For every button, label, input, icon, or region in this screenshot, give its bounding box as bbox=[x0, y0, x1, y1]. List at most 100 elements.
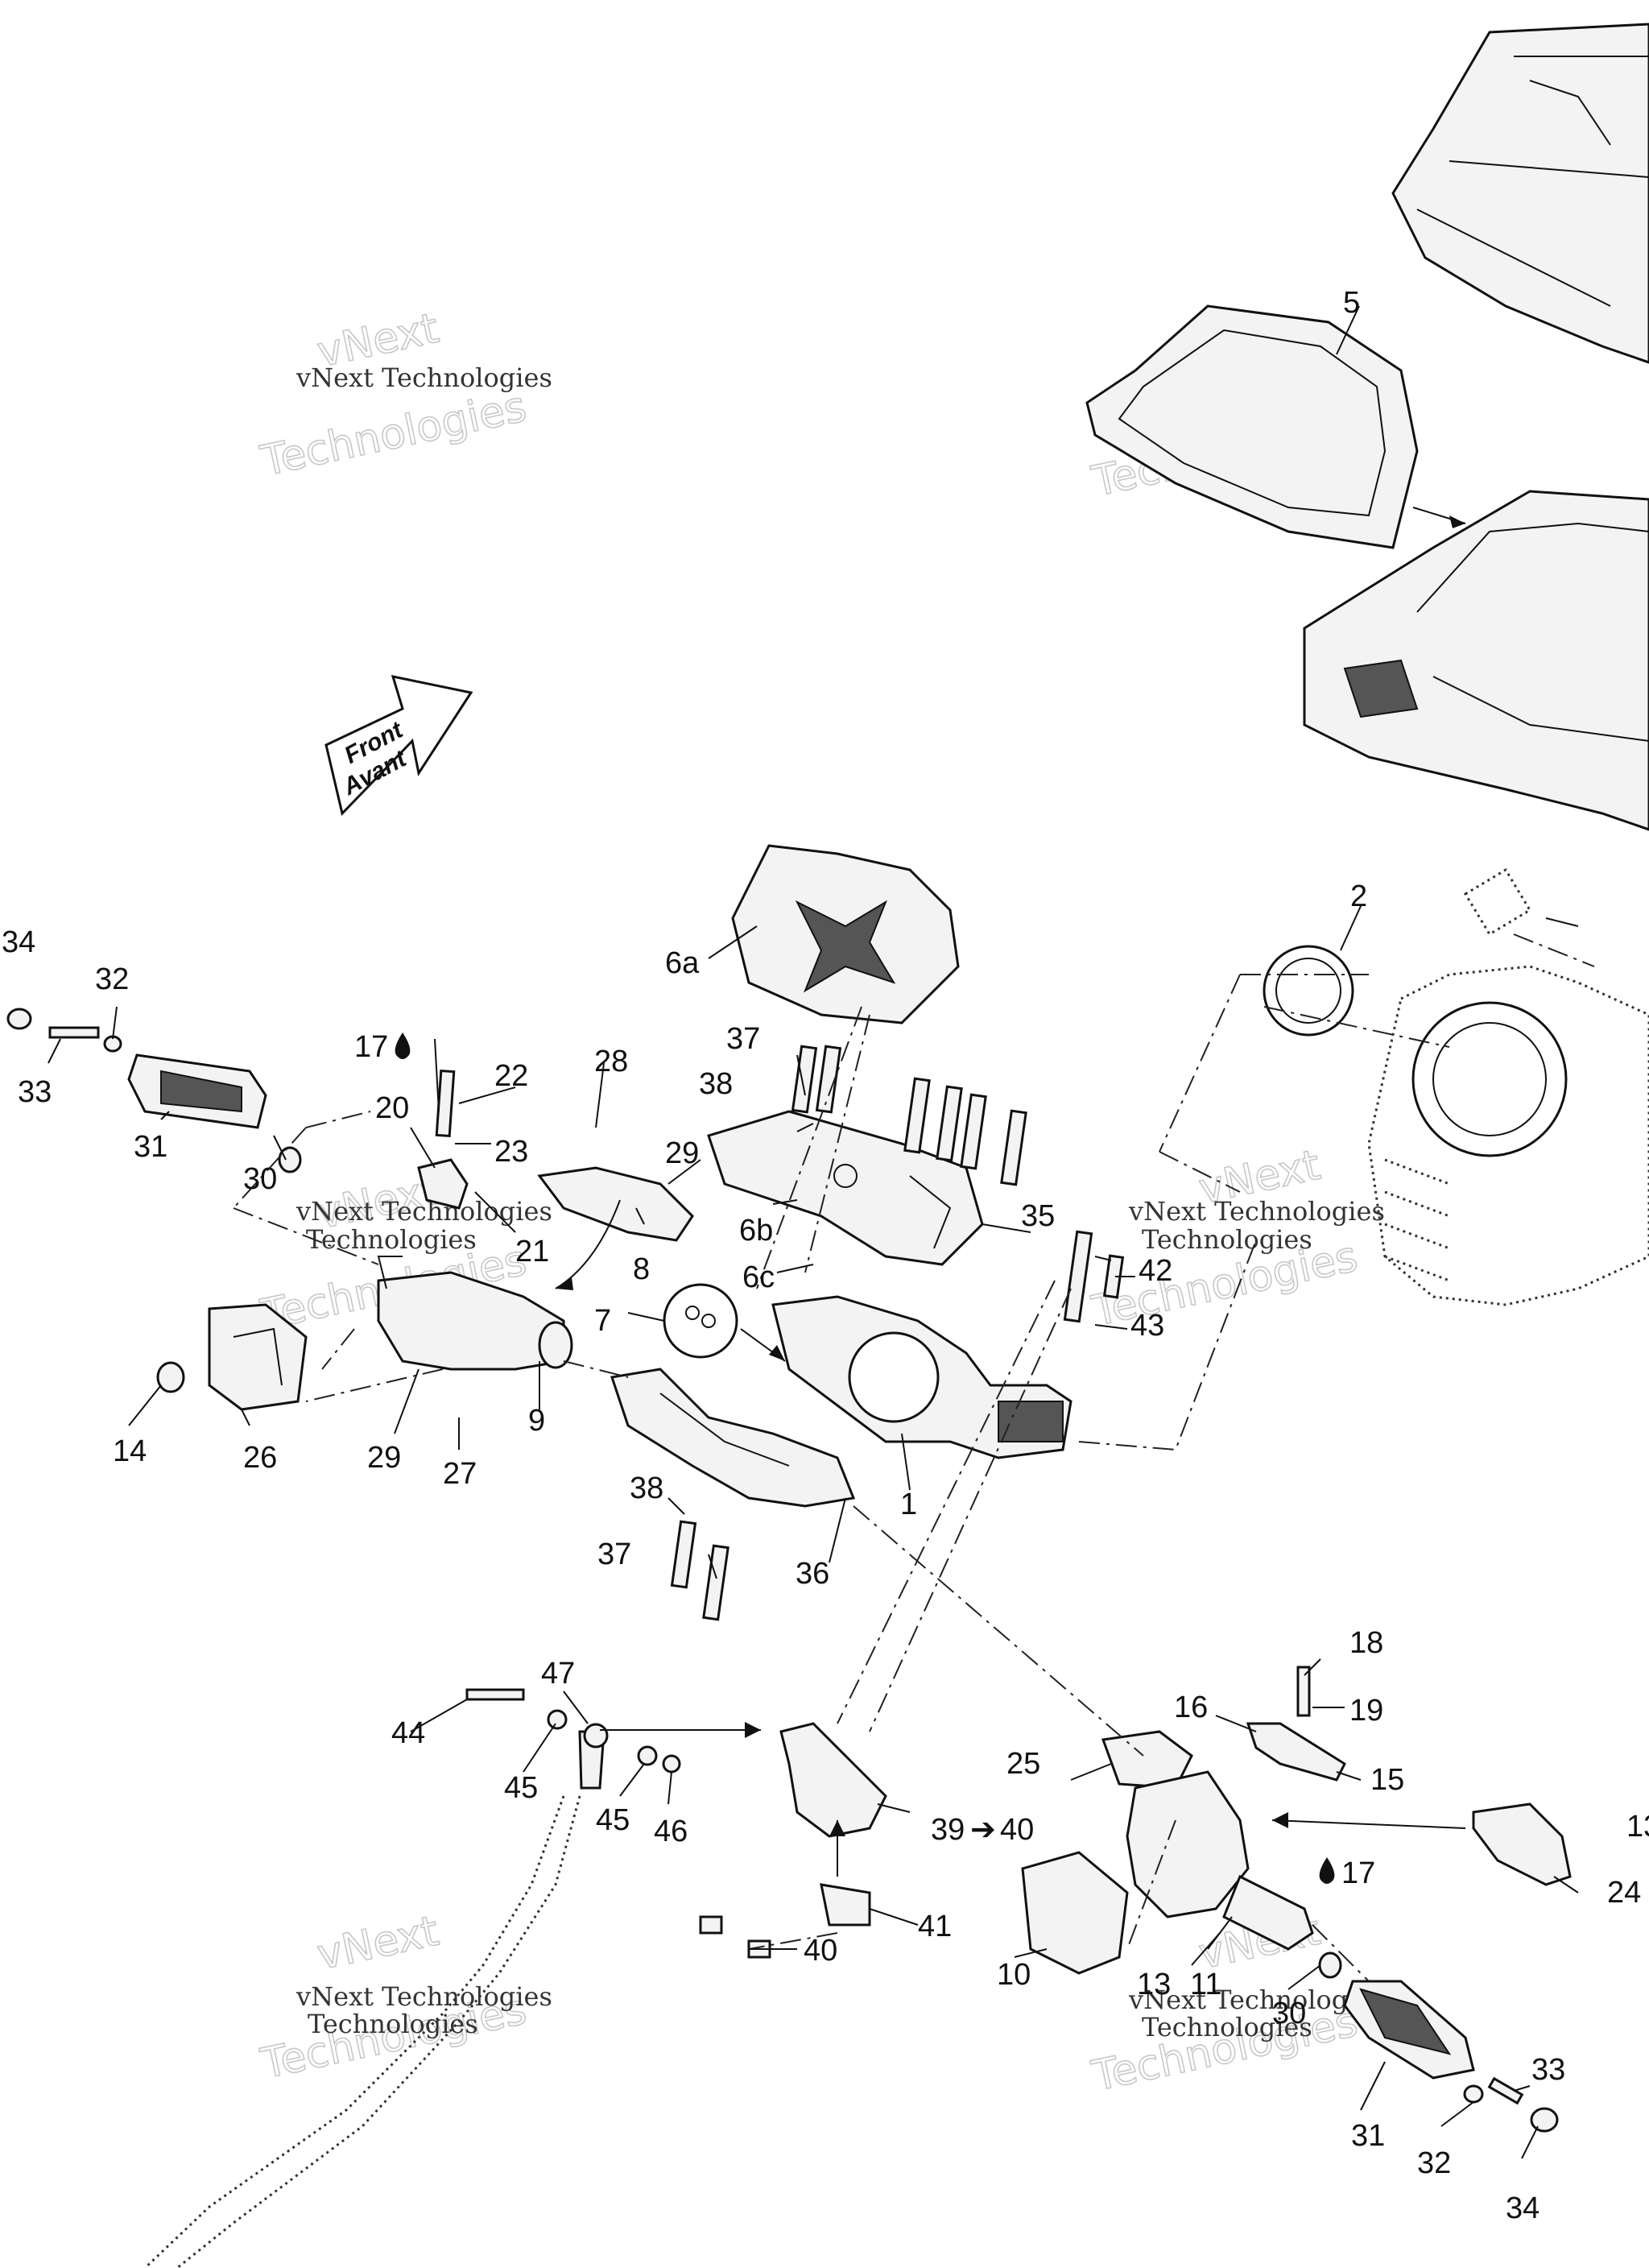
label-38-lower: 38 bbox=[630, 1471, 663, 1505]
label-6b: 6b bbox=[739, 1214, 773, 1248]
label-20: 20 bbox=[375, 1091, 409, 1125]
washer-30-right bbox=[1318, 1951, 1342, 1979]
label-32-right: 32 bbox=[1417, 2146, 1451, 2180]
svg-text:vNext: vNext bbox=[313, 1907, 443, 1980]
label-14: 14 bbox=[113, 1434, 147, 1468]
steering-cover bbox=[1303, 490, 1649, 831]
label-30-right: 30 bbox=[1272, 1997, 1306, 2030]
svg-text:vNext Technologies: vNext Technologies bbox=[1128, 1196, 1385, 1227]
watermark-bottom-left: vNext Technologies vNext Technologies Te… bbox=[256, 1906, 552, 2089]
right-grip-31 bbox=[1343, 1980, 1475, 2080]
label-45-left: 45 bbox=[504, 1771, 538, 1805]
label-38-upper: 38 bbox=[699, 1067, 733, 1101]
label-27: 27 bbox=[443, 1457, 477, 1491]
cap-6a bbox=[731, 844, 960, 1024]
label-46: 46 bbox=[654, 1815, 688, 1848]
screw-33-left bbox=[48, 1026, 100, 1039]
svg-text:vNext Technologies: vNext Technologies bbox=[1128, 1984, 1385, 2015]
plate-41 bbox=[820, 1883, 871, 1927]
leader-lines bbox=[48, 305, 1579, 2159]
label-17-left: 17 bbox=[354, 1030, 388, 1064]
bracket-8 bbox=[537, 1166, 694, 1242]
label-40-lower: 40 bbox=[804, 1934, 837, 1968]
label-7: 7 bbox=[594, 1304, 611, 1338]
label-17-right: 17 bbox=[1341, 1856, 1375, 1890]
label-18: 18 bbox=[1349, 1626, 1383, 1660]
lever-15-16 bbox=[1246, 1666, 1346, 1782]
label-31-left: 31 bbox=[134, 1130, 167, 1164]
label-1: 1 bbox=[900, 1488, 917, 1521]
label-30-left: 30 bbox=[243, 1162, 277, 1196]
svg-text:Technologies: Technologies bbox=[1142, 2012, 1312, 2042]
label-11: 11 bbox=[1190, 1968, 1221, 2001]
svg-text:vNext Technologies: vNext Technologies bbox=[295, 1196, 552, 1227]
label-39: 39 bbox=[931, 1813, 965, 1847]
label-36: 36 bbox=[796, 1557, 829, 1591]
label-37-lower: 37 bbox=[597, 1538, 631, 1571]
cap-34-left bbox=[6, 1008, 32, 1030]
watermark-top-left: vNext Technologies vNext Technologies bbox=[256, 304, 552, 486]
label-19: 19 bbox=[1349, 1694, 1383, 1728]
disc-7 bbox=[663, 1283, 738, 1359]
label-33-right: 33 bbox=[1531, 2053, 1565, 2087]
label-21: 21 bbox=[515, 1235, 549, 1269]
label-42: 42 bbox=[1139, 1254, 1172, 1288]
label-5: 5 bbox=[1343, 286, 1360, 320]
label-26: 26 bbox=[243, 1441, 277, 1475]
label-40-arrow: ➔ bbox=[970, 1813, 996, 1847]
label-47: 47 bbox=[541, 1657, 575, 1691]
bracket-24 bbox=[1472, 1802, 1572, 1886]
front-direction-arrow: Front Avant bbox=[324, 675, 473, 817]
center-lines bbox=[233, 1006, 1370, 1982]
label-13-right: 13 bbox=[1626, 1810, 1649, 1844]
instrument-housing-top bbox=[1391, 23, 1649, 364]
bolts-upper bbox=[791, 1045, 1125, 1323]
watermark-mid-right: vNext Technologies vNext Technologies Te… bbox=[1087, 1140, 1385, 1337]
end-cap-26 bbox=[208, 1303, 308, 1411]
label-8: 8 bbox=[633, 1252, 650, 1286]
label-22: 22 bbox=[494, 1059, 528, 1093]
label-45-right: 45 bbox=[596, 1803, 630, 1837]
label-15: 15 bbox=[1370, 1763, 1404, 1797]
label-32-left: 32 bbox=[95, 962, 129, 996]
label-29-upper: 29 bbox=[665, 1136, 699, 1170]
label-16: 16 bbox=[1174, 1691, 1208, 1724]
main-body-1 bbox=[771, 1295, 1072, 1459]
cable-end-47 bbox=[143, 1723, 609, 2268]
svg-text:Technologies: Technologies bbox=[1142, 1224, 1312, 1255]
svg-text:vNext Technologies: vNext Technologies bbox=[295, 1981, 552, 2012]
label-29-lower: 29 bbox=[367, 1441, 401, 1475]
label-33-left: 33 bbox=[18, 1075, 52, 1109]
right-end-cap-10 bbox=[1021, 1851, 1129, 1975]
lever-20-21 bbox=[417, 1069, 469, 1210]
bezel-5 bbox=[1085, 304, 1419, 549]
label-6a: 6a bbox=[665, 946, 700, 980]
screw-33-right bbox=[1487, 2076, 1524, 2105]
label-25: 25 bbox=[1006, 1747, 1040, 1781]
left-grip-31 bbox=[127, 1053, 267, 1129]
svg-text:vNext Technologies: vNext Technologies bbox=[295, 362, 552, 393]
label-37-upper: 37 bbox=[726, 1022, 760, 1056]
label-23: 23 bbox=[494, 1135, 528, 1169]
cap-34-right bbox=[1530, 2107, 1559, 2133]
assembly-arrows bbox=[555, 507, 1579, 1877]
svg-text:Technologies: Technologies bbox=[257, 383, 531, 486]
label-28: 28 bbox=[594, 1045, 628, 1078]
svg-text:Technologies: Technologies bbox=[306, 1224, 477, 1255]
label-9: 9 bbox=[528, 1404, 545, 1438]
label-10: 10 bbox=[997, 1958, 1031, 1992]
nut-46 bbox=[662, 1754, 681, 1773]
label-2: 2 bbox=[1350, 879, 1367, 913]
label-34-left: 34 bbox=[2, 925, 35, 959]
label-43: 43 bbox=[1130, 1309, 1164, 1343]
oil-drop-icon bbox=[395, 1033, 411, 1059]
label-35: 35 bbox=[1021, 1199, 1055, 1233]
label-24: 24 bbox=[1607, 1876, 1641, 1910]
part-labels: 5 2 6a 37 38 35 6b 6c 42 43 7 1 38 37 36… bbox=[2, 286, 1649, 2225]
console-body bbox=[1367, 867, 1649, 1306]
label-40-upper: 40 bbox=[1000, 1813, 1034, 1847]
washer-14 bbox=[156, 1361, 185, 1393]
screw-44 bbox=[465, 1688, 525, 1701]
washer-30-left bbox=[278, 1146, 302, 1173]
